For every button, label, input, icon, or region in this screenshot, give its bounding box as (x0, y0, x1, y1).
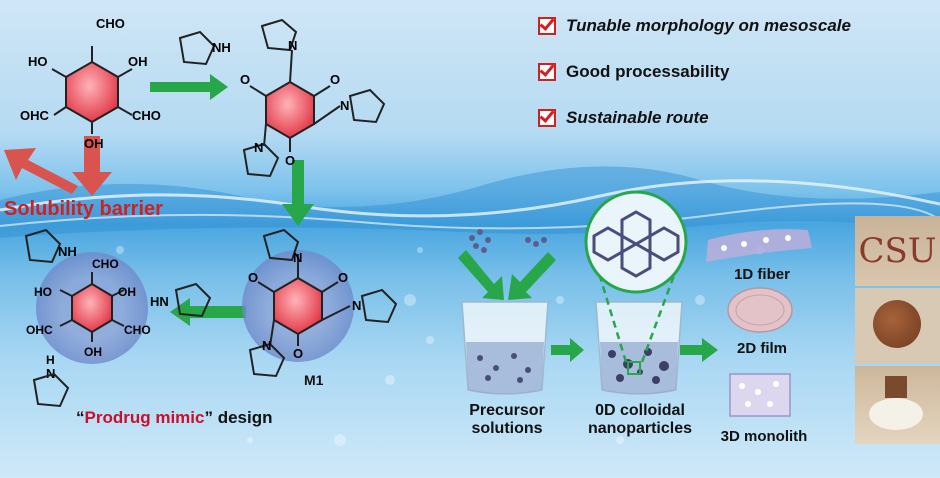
claim-text: Tunable morphology on mesoscale (566, 16, 851, 35)
m1-label: M1 (304, 372, 324, 388)
intermediate-molecule: O O O N N N (240, 18, 386, 178)
nh-label: NH (212, 40, 231, 55)
csu-text: CSU (858, 231, 937, 271)
fiber-morphology (706, 229, 812, 262)
h-label: H (46, 353, 55, 367)
claim-morphology: Tunable morphology on mesoscale (538, 16, 851, 36)
cho-label: CHO (96, 16, 125, 31)
reactant-molecule: CHO OH CHO OH OHC HO (20, 16, 161, 151)
o-label: O (285, 153, 295, 168)
nh-label: NH (58, 244, 77, 259)
precursor-molecules (469, 229, 547, 253)
pyrrolidine-reagent: NH (178, 30, 231, 66)
hn-label: HN (150, 294, 169, 309)
claim-processability: Good processability (538, 62, 729, 82)
prodrug-mimic-label: “Prodrug mimic” design (76, 408, 272, 428)
cho-label: CHO (132, 108, 161, 123)
monolith-label: 3D monolith (720, 428, 808, 445)
n-label: N (293, 250, 302, 265)
oh-label: OH (118, 285, 136, 299)
film-disc (873, 300, 921, 348)
photo-film (855, 288, 940, 364)
n-label: N (46, 366, 55, 381)
photo-monolith (855, 366, 940, 444)
oh-label: OH (84, 136, 104, 151)
oh-label: OH (128, 54, 148, 69)
n-label: N (262, 338, 271, 353)
o-label: O (248, 270, 258, 285)
prodrug-highlight: Prodrug mimic (84, 408, 205, 427)
colloid-label: 0D colloidal nanoparticles (587, 402, 693, 438)
n-label: N (254, 140, 263, 155)
monolith-morphology (729, 373, 791, 417)
monolith-piece (885, 376, 907, 398)
precursor-beaker (461, 301, 549, 395)
n-label: N (340, 98, 349, 113)
claim-sustainable: Sustainable route (538, 108, 709, 128)
ho-label: HO (34, 285, 52, 299)
o-label: O (338, 270, 348, 285)
colloid-beaker (595, 269, 683, 395)
claim-text: Good processability (566, 62, 730, 81)
precursor-label: Precursor solutions (469, 402, 545, 438)
prodrug-mimic-complex: CHO OH CHO OH OHC HO NH HN H N (24, 228, 212, 408)
checkbox-icon (538, 17, 556, 35)
fiber-label: 1D fiber (734, 266, 790, 283)
film-label: 2D film (736, 340, 787, 357)
checkbox-icon (538, 63, 556, 81)
o-label: O (293, 346, 303, 361)
claim-text: Sustainable route (566, 108, 709, 127)
checkbox-icon (538, 109, 556, 127)
solubility-barrier-arrows (4, 136, 112, 196)
flower-shape (869, 398, 923, 430)
solubility-barrier-label: Solubility barrier (4, 198, 163, 220)
n-label: N (352, 298, 361, 313)
o-label: O (330, 72, 340, 87)
film-morphology (727, 287, 793, 333)
ohc-label: OHC (26, 323, 53, 337)
photo-fiber: CSU (855, 216, 940, 286)
o-label: O (240, 72, 250, 87)
oh-label: OH (84, 345, 102, 359)
n-label: N (288, 38, 297, 53)
reaction-arrows (150, 74, 718, 362)
prodrug-prefix: “ (76, 408, 85, 427)
cho-label: CHO (92, 257, 119, 271)
cof-structure (584, 190, 688, 294)
cho-label: CHO (124, 323, 151, 337)
prodrug-suffix: ” design (204, 408, 273, 427)
ho-label: HO (28, 54, 48, 69)
m1-molecule: O O O N N N (242, 228, 398, 378)
ohc-label: OHC (20, 108, 50, 123)
